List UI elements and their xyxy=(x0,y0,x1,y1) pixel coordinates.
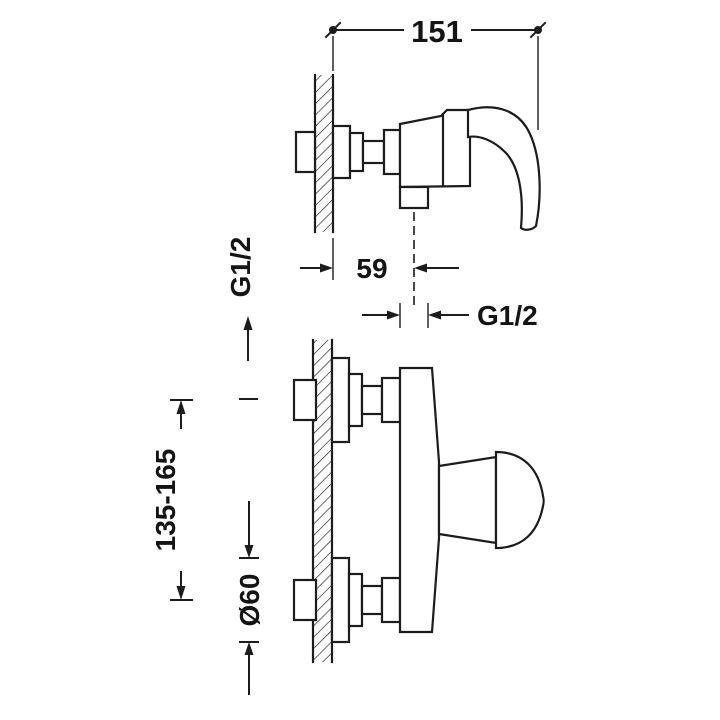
connection-nut-top xyxy=(380,376,402,424)
escutcheon-flange-top xyxy=(330,356,351,444)
wall-fitting-back-bottom xyxy=(292,578,318,622)
front-view xyxy=(292,338,545,664)
dim-label-inlet-thread: G1/2 xyxy=(225,237,256,298)
arrowhead-up xyxy=(244,642,254,655)
connection-nut xyxy=(382,128,402,176)
arrowhead-right xyxy=(320,263,333,273)
flange-ring xyxy=(348,131,365,173)
arrowhead-down xyxy=(244,545,254,558)
escutcheon-flange-bottom xyxy=(330,556,351,644)
wall-hatch-top xyxy=(315,75,333,232)
inlet-pipe-bottom xyxy=(360,584,384,616)
dim-outlet-thread: G1/2 xyxy=(362,300,538,331)
mixer-body-front xyxy=(398,366,441,634)
outlet-connection xyxy=(398,185,430,210)
arrowhead-up xyxy=(243,316,253,330)
handle-knob-front xyxy=(494,450,545,550)
side-view xyxy=(294,73,541,308)
connection-nut-bottom xyxy=(380,576,402,624)
escutcheon-flange xyxy=(331,124,352,180)
arrowhead-up xyxy=(176,400,186,414)
wall-fitting-back-top xyxy=(292,378,318,422)
wall-hatch-bottom xyxy=(313,340,332,662)
dim-outlet-offset: 59 xyxy=(300,238,459,284)
dim-label-total-depth: 151 xyxy=(411,14,463,49)
lever-handle-side xyxy=(466,106,541,231)
dim-label-outlet-offset: 59 xyxy=(356,253,387,284)
dim-total-depth: 151 xyxy=(324,14,547,130)
dim-inlet-thread: G1/2 xyxy=(225,237,258,400)
dim-label-outlet-thread: G1/2 xyxy=(477,300,538,331)
arrowhead-left xyxy=(414,263,427,273)
arrowhead-right xyxy=(387,310,400,320)
flange-ring-bottom xyxy=(347,572,364,628)
dim-label-flange-diameter: Ø60 xyxy=(234,574,265,627)
arrowhead-left xyxy=(428,310,441,320)
cartridge-housing xyxy=(437,455,498,545)
inlet-pipe xyxy=(361,139,386,165)
inlet-pipe-top xyxy=(360,384,384,416)
dim-label-inlet-spacing: 135-165 xyxy=(150,449,181,552)
valve-body-side xyxy=(398,108,472,189)
dim-flange-diameter: Ø60 xyxy=(234,501,265,695)
wall-fitting-back xyxy=(294,130,317,174)
flange-ring-top xyxy=(347,372,364,428)
arrowhead-down xyxy=(176,586,186,600)
dim-inlet-spacing: 135-165 xyxy=(150,399,193,601)
